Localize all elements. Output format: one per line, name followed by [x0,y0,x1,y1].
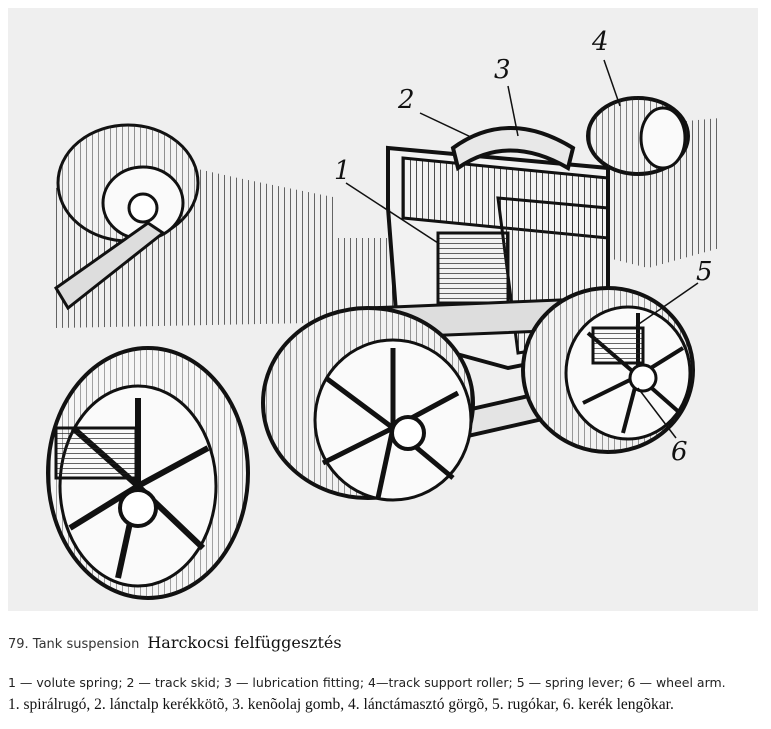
front-road-wheel [261,306,475,502]
callout-leaders [345,59,699,439]
callout-6: 6 [671,437,688,467]
caption-title-hungarian: Harckocsi felfüggesztés [147,633,342,652]
callout-5: 5 [696,257,713,287]
callout-4: 4 [591,27,609,57]
legend-english: 1 — volute spring; 2 — track skid; 3 — l… [8,675,726,690]
callout-2: 2 [397,85,415,115]
left-rear-wheel [53,123,200,311]
callout-1: 1 [334,156,351,186]
callout-3: 3 [494,55,511,85]
caption-number: 79. Tank suspension [8,637,140,652]
suspension-illustration: 1 2 3 4 5 6 [8,8,758,611]
rear-road-wheel [521,286,695,454]
bottom-left-wheel [46,346,250,600]
legend-hungarian: 1. spirálrugó, 2. lánctalp kerékkötõ, 3.… [8,696,674,713]
figure-caption: 79. Tank suspension Harckocsi felfüggesz… [8,633,758,653]
